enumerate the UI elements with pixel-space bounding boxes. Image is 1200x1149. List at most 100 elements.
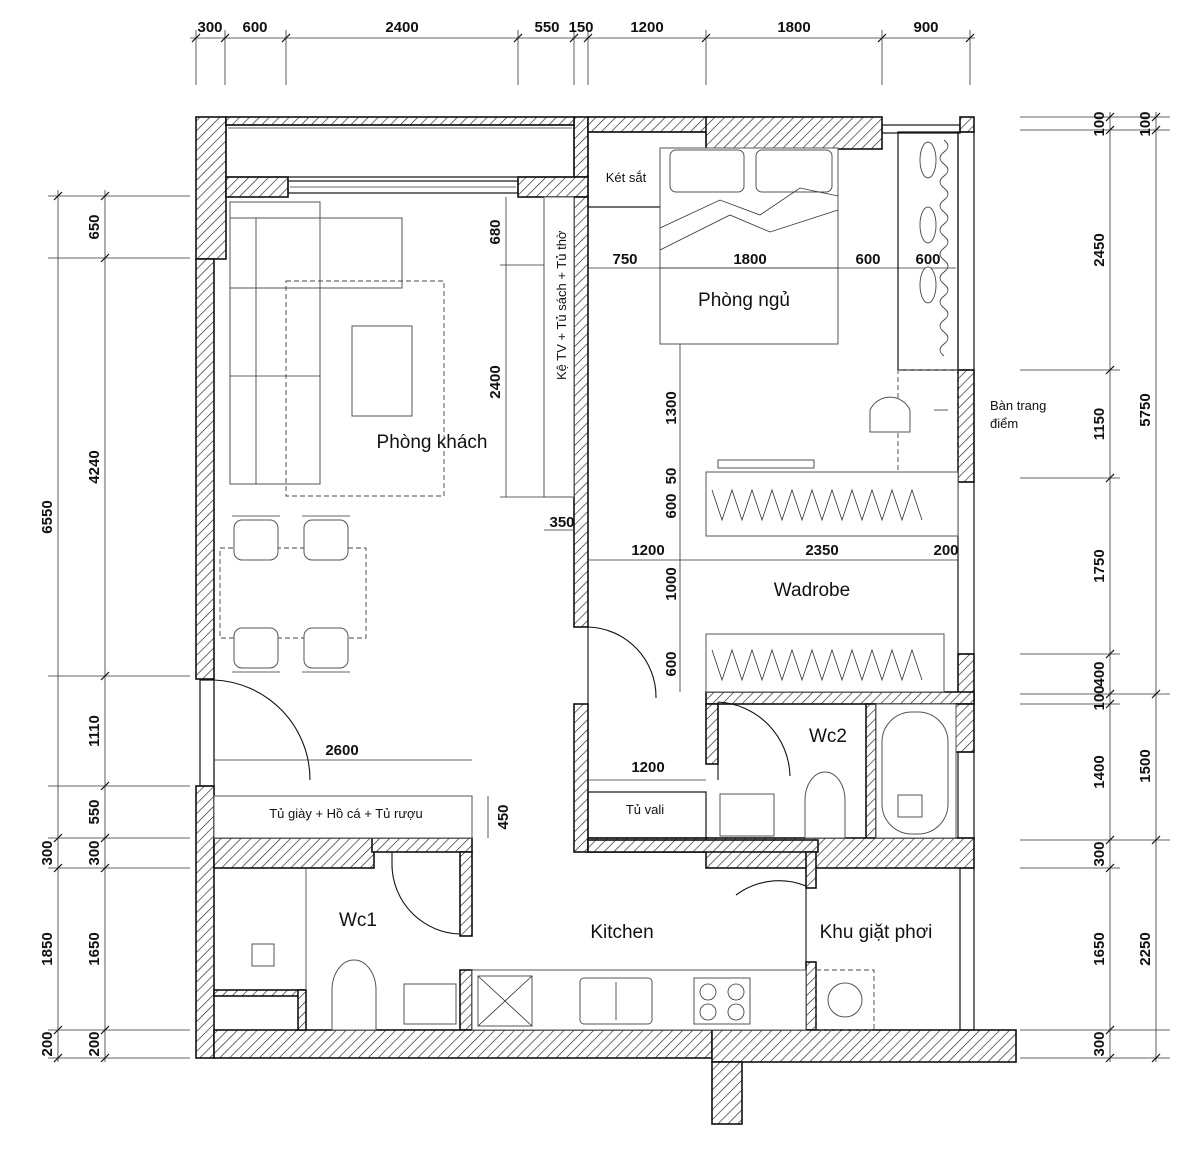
dim-right-1150: 1150 (1091, 408, 1108, 441)
room-wc2-label: Wc2 (809, 726, 847, 747)
dim-bed-1300: 1300 (663, 391, 680, 424)
dim-left-1850: 1850 (39, 932, 56, 965)
top-dimensions: 300 600 2400 550 150 1200 1800 900 (190, 19, 975, 85)
shoe-cabinet-label: Tủ giày + Hồ cá + Tủ rượu (269, 806, 423, 821)
dim-right-1650: 1650 (1091, 932, 1108, 965)
dim-left-1110: 1110 (86, 715, 103, 747)
dim-living-2600: 2600 (325, 742, 358, 759)
dim-bed-750: 750 (612, 251, 637, 268)
dim-top-300: 300 (197, 19, 222, 36)
windows (199, 124, 975, 1031)
dim-right-2450: 2450 (1091, 233, 1108, 266)
wardrobe-top (705, 471, 959, 537)
dim-right-1400: 1400 (1091, 755, 1108, 788)
coffee-table (351, 325, 413, 417)
vanity-label-1: Bàn trang (990, 398, 1046, 413)
wc1-sink (403, 983, 457, 1025)
right-dimensions: 100 2450 1150 1750 400 100 1400 300 1650… (1020, 111, 1170, 1063)
dim-top-2400: 2400 (385, 19, 418, 36)
dim-left-200: 200 (39, 1031, 56, 1056)
dim-bed-1800: 1800 (733, 251, 766, 268)
shower-head (251, 943, 275, 967)
entrance-door (213, 679, 311, 782)
dining-table (219, 547, 367, 639)
wc2-toilet (804, 771, 846, 839)
dim-left-4240: 4240 (86, 450, 103, 483)
vanity-stool (869, 396, 911, 433)
wc1-toilet (331, 959, 377, 1031)
washing-drum (827, 982, 863, 1018)
room-bedroom-label: Phòng ngủ (698, 290, 790, 311)
wardrobe-bottom (705, 633, 945, 693)
room-wardrobe-label: Wadrobe (774, 580, 850, 601)
wc2-sink (719, 793, 775, 837)
laundry: Khu giặt phơi (815, 922, 932, 1031)
dim-top-550: 550 (534, 19, 559, 36)
dim-bed-200: 200 (933, 542, 958, 559)
suitcase-cabinet (587, 791, 707, 839)
wc2: Wc2 (717, 701, 957, 839)
kitchen-door (735, 880, 807, 962)
dim-right-300b: 300 (1091, 1031, 1108, 1056)
tv-cabinet-label: Kệ TV + Tủ sách + Tủ thờ (554, 230, 569, 380)
dim-top-900: 900 (913, 19, 938, 36)
dim-bed-2350: 2350 (805, 542, 838, 559)
room-wc1-label: Wc1 (339, 910, 377, 931)
dim-living-350: 350 (549, 514, 574, 531)
dim-bed-600b: 600 (915, 251, 940, 268)
dim-right-1750: 1750 (1091, 549, 1108, 582)
dim-left-650: 650 (86, 214, 103, 239)
suitcase-label: Tủ vali (626, 802, 664, 817)
dim-living-2400: 2400 (487, 365, 504, 398)
dim-bed-600a: 600 (855, 251, 880, 268)
dim-right-outer-2250: 2250 (1137, 932, 1154, 965)
dim-bed-600c: 600 (663, 493, 680, 518)
living-room: Kệ TV + Tủ sách + Tủ thờ 680 2400 350 Ph… (213, 196, 575, 839)
dim-right-100b: 100 (1091, 685, 1108, 710)
dim-top-150: 150 (568, 19, 593, 36)
tv-cabinet (543, 196, 575, 498)
side-wardrobe (897, 131, 959, 371)
dim-left-300b: 300 (86, 840, 103, 865)
bedroom-door (587, 626, 657, 704)
sofa-chaise (229, 287, 321, 485)
pillow-right (755, 149, 833, 193)
dim-bed-600d: 600 (663, 651, 680, 676)
dim-right-outer-100: 100 (1137, 111, 1154, 136)
dim-top-1800: 1800 (777, 19, 810, 36)
kitchen: Kitchen (471, 880, 807, 1031)
dim-bed-1000: 1000 (663, 567, 680, 600)
dim-right-outer-5750: 5750 (1137, 393, 1154, 426)
sofa (229, 217, 403, 289)
shoe-cabinet (213, 795, 473, 839)
faucet (897, 794, 923, 818)
wc1: Wc1 (251, 852, 461, 1031)
dim-right-outer-1500: 1500 (1137, 749, 1154, 782)
dim-bed-50: 50 (663, 468, 680, 485)
sofa-back (229, 201, 321, 219)
dim-bed-1200: 1200 (631, 542, 664, 559)
cooktop (693, 977, 751, 1025)
washing-machine (815, 969, 875, 1031)
vanity-label-2: điểm (990, 416, 1018, 431)
dim-right-400: 400 (1091, 661, 1108, 686)
dim-living-680: 680 (487, 219, 504, 244)
walls (195, 116, 1017, 1125)
rug (285, 280, 445, 497)
dim-living-450: 450 (495, 804, 512, 829)
dim-top-600: 600 (242, 19, 267, 36)
shelf (717, 459, 815, 469)
room-living-label: Phòng khách (377, 432, 488, 453)
dim-top-1200: 1200 (630, 19, 663, 36)
room-kitchen-label: Kitchen (590, 922, 653, 943)
dim-right-300: 300 (1091, 841, 1108, 866)
dim-left-6550: 6550 (39, 500, 56, 533)
left-dimensions: 6550 300 1850 200 650 4240 1110 550 300 … (39, 190, 190, 1063)
dim-left-1650: 1650 (86, 932, 103, 965)
dim-right-100: 100 (1091, 111, 1108, 136)
dim-left-550: 550 (86, 799, 103, 824)
bedroom: Két sắt Phòng ngủ 750 1800 600 600 Bàn t… (587, 131, 1046, 839)
wc1-door (391, 852, 461, 935)
dim-left-300: 300 (39, 840, 56, 865)
